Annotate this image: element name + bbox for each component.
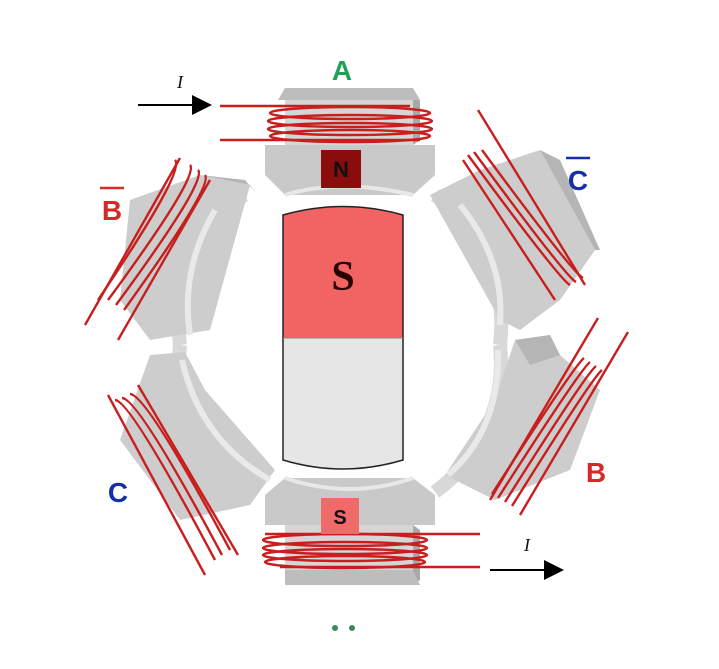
winding-a-bottom bbox=[261, 532, 480, 570]
winding-a bbox=[220, 104, 434, 144]
winding-b-bar bbox=[83, 157, 212, 341]
stator-pole-mark-s: S bbox=[321, 498, 359, 534]
stator-pole-c-bar bbox=[430, 150, 600, 330]
winding-c-bar bbox=[461, 109, 587, 301]
phase-label-c: C bbox=[108, 477, 128, 508]
rotor-magnet: S bbox=[282, 205, 404, 470]
phase-label-b-bar: B bbox=[100, 186, 124, 226]
stator-pole-c bbox=[120, 352, 275, 520]
stator-pole-mark-s-text: S bbox=[333, 507, 346, 529]
decorative-marks bbox=[332, 625, 355, 631]
current-label-top: I bbox=[176, 72, 184, 92]
current-arrow-top: I bbox=[138, 72, 212, 115]
phase-label-c-bar: C bbox=[566, 156, 590, 196]
phase-label-a: A bbox=[332, 55, 352, 86]
winding-b bbox=[488, 317, 630, 516]
current-arrow-bottom: I bbox=[490, 535, 564, 580]
stator-pole-b bbox=[445, 335, 600, 500]
winding-c bbox=[106, 384, 240, 576]
current-label-bottom: I bbox=[523, 535, 531, 555]
rotor-pole-mark: S bbox=[331, 254, 354, 300]
phase-label-b-bar-text: B bbox=[102, 195, 122, 226]
phase-label-b: B bbox=[586, 457, 606, 488]
phase-label-c-bar-text: C bbox=[568, 165, 588, 196]
stator-pole-mark-n-text: N bbox=[333, 157, 349, 182]
stator-pole-mark-n: N bbox=[321, 150, 361, 188]
